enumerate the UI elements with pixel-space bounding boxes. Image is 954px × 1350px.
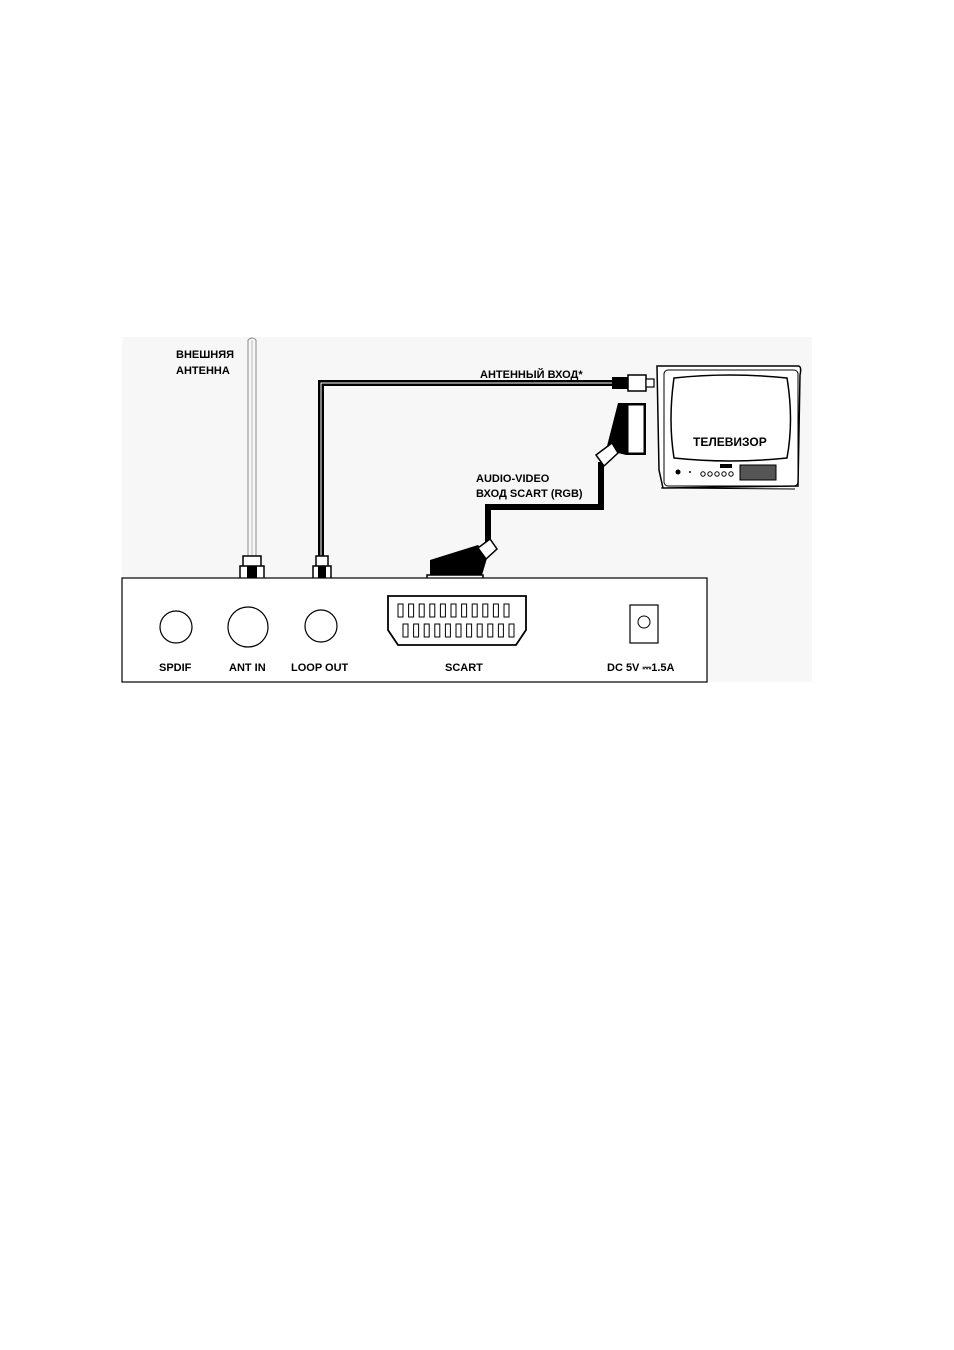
scart-pin [409, 604, 414, 617]
scart-input-label-line2: ВХОД SCART (RGB) [476, 488, 583, 500]
loop-out-label: LOOP OUT [291, 662, 349, 674]
ant-in-label: ANT IN [229, 662, 266, 674]
scart-pin [451, 604, 456, 617]
ant-in-port-icon [228, 607, 268, 647]
tv-badge [720, 464, 732, 468]
scart-pin [477, 624, 482, 637]
scart-pin [504, 604, 509, 617]
scart-pin [430, 604, 435, 617]
scart-pin [498, 624, 503, 637]
scart-pin [419, 604, 424, 617]
scart-pin [414, 624, 419, 637]
scart-port-icon [388, 596, 526, 645]
scart-pin [462, 604, 467, 617]
scart-pin [472, 604, 477, 617]
scart-pin [483, 604, 488, 617]
television [657, 366, 801, 489]
scart-pin [509, 624, 514, 637]
dc-power-jack-icon [630, 605, 658, 643]
dc-power-label: DC 5V ⎓1.5A [607, 662, 675, 674]
scart-pin [424, 624, 429, 637]
antenna-input-label: АНТЕННЫЙ ВХОД* [480, 368, 583, 381]
antenna-label-line2: АНТЕННА [176, 365, 230, 377]
scart-pin [440, 604, 445, 617]
scart-input-label-line1: AUDIO-VIDEO [476, 473, 550, 485]
scart-pin [445, 624, 450, 637]
spdif-label: SPDIF [159, 662, 192, 674]
spdif-port-icon [160, 611, 192, 643]
tv-power-indicator-icon [676, 470, 681, 475]
scart-label: SCART [445, 662, 483, 674]
scart-pin [456, 624, 461, 637]
scart-pin [435, 624, 440, 637]
antenna-label-line1: ВНЕШНЯЯ [176, 349, 234, 361]
loop-out-port-icon [305, 610, 337, 642]
tv-speaker-grille-icon [740, 465, 776, 480]
scart-pin [403, 624, 408, 637]
scart-pin [467, 624, 472, 637]
scart-pin [493, 604, 498, 617]
tv-label: ТЕЛЕВИЗОР [693, 435, 767, 449]
scart-pin [488, 624, 493, 637]
scart-pin [398, 604, 403, 617]
